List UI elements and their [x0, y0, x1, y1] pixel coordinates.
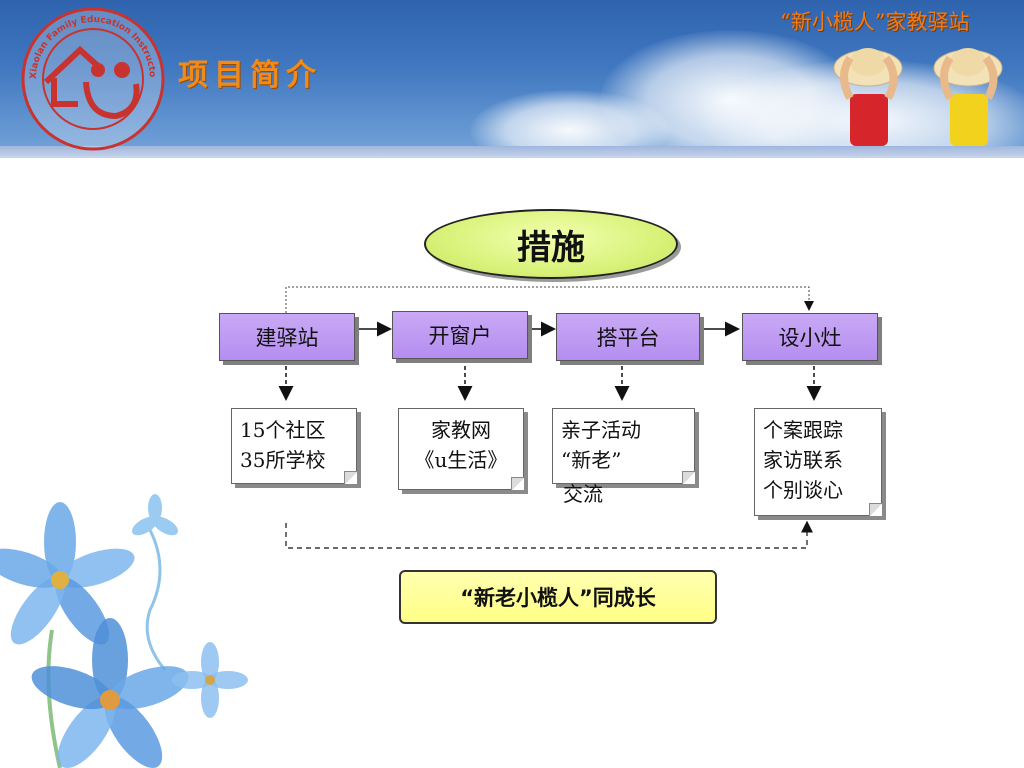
- detail-line: 亲子活动: [561, 418, 641, 442]
- feedback-connector: [285, 520, 813, 549]
- header-divider: [0, 146, 1024, 158]
- cloud-decoration: [470, 90, 670, 146]
- detail-line: 个案跟踪: [763, 418, 843, 442]
- detail-line: 15个社区: [240, 418, 326, 442]
- detail-line: “新老”: [561, 448, 622, 472]
- step-box-1: 建驿站: [219, 313, 355, 361]
- step-box-4: 设小灶: [742, 313, 878, 361]
- step-box-2: 开窗户: [392, 311, 528, 359]
- root-label: 措施: [517, 227, 585, 268]
- detail-line: 家访联系: [763, 448, 843, 472]
- page-title: 项目简介: [178, 58, 322, 93]
- header-banner: [0, 0, 1024, 146]
- page-fold-icon: [869, 503, 882, 516]
- detail-line-overflow: 交流: [563, 482, 603, 506]
- flower-decoration: [0, 494, 248, 768]
- outcome-box: “新老小榄人”同成长: [399, 570, 717, 624]
- detail-line: 家教网: [431, 418, 491, 442]
- page-fold-icon: [344, 471, 357, 484]
- step-box-3: 搭平台: [556, 313, 700, 361]
- detail-note-1: 15个社区 35所学校: [231, 408, 357, 484]
- detail-note-2: 家教网 《u生活》: [398, 408, 524, 490]
- detail-line: 35所学校: [240, 448, 326, 472]
- step-label: 搭平台: [596, 326, 660, 350]
- page-fold-icon: [682, 471, 695, 484]
- detail-line: 个别谈心: [763, 478, 843, 502]
- detail-note-4: 个案跟踪 家访联系 个别谈心: [754, 408, 882, 516]
- girls-illustration: [833, 48, 1003, 146]
- root-node: 措施: [424, 209, 678, 279]
- page-fold-icon: [511, 477, 524, 490]
- step-label: 开窗户: [428, 324, 492, 348]
- detail-note-3: 亲子活动 “新老”: [552, 408, 695, 484]
- step-label: 建驿站: [255, 326, 319, 350]
- detail-line: 《u生活》: [414, 448, 508, 472]
- brand-title: “新小榄人”家教驿站: [780, 10, 970, 34]
- logo-emblem: Xiaolan Family Education Instructor Stat…: [18, 4, 165, 151]
- outcome-label: “新老小榄人”同成长: [460, 586, 656, 610]
- step-label: 设小灶: [778, 326, 842, 350]
- root-connector: [285, 286, 814, 313]
